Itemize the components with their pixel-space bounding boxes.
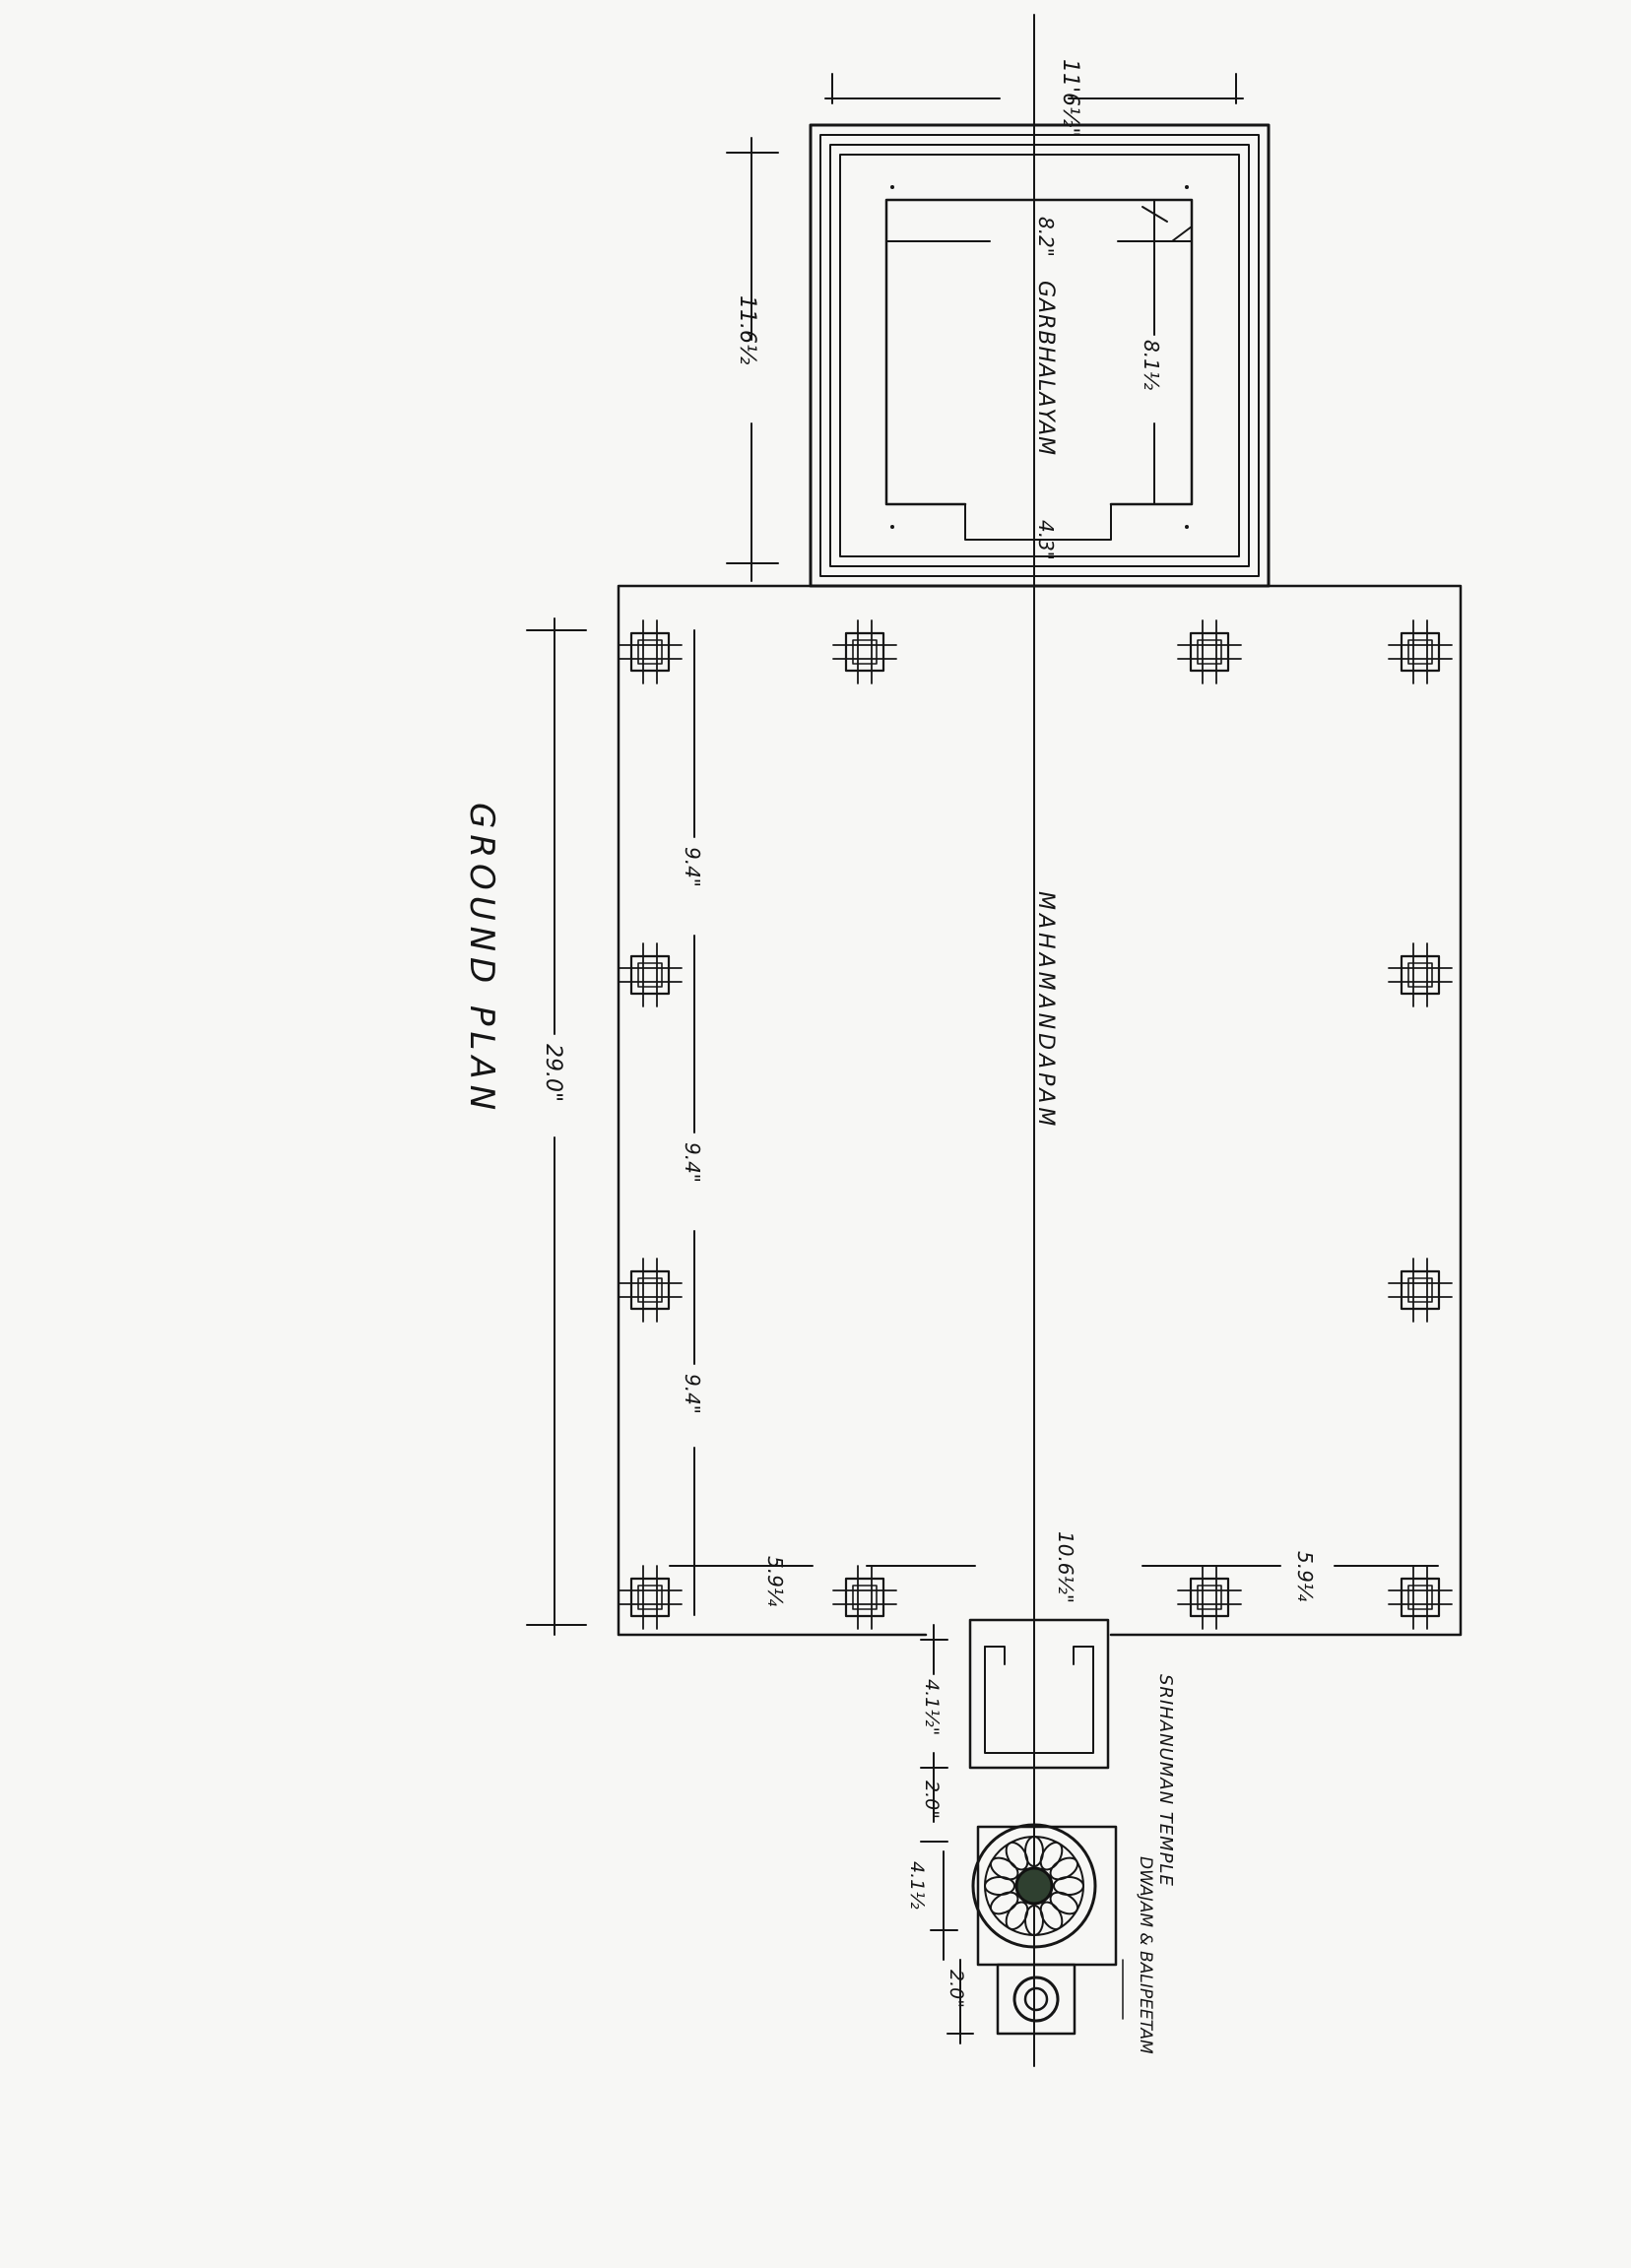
overall-length-dimension bbox=[526, 617, 587, 1636]
pillar-symbol bbox=[618, 942, 683, 1007]
hanuman-temple-dimension bbox=[920, 1624, 948, 1843]
mahamandapam-outline bbox=[617, 584, 1463, 1637]
entrance-width-label: 10.6½" bbox=[1054, 1531, 1077, 1603]
garbha-inner-depth-dimension bbox=[1142, 199, 1168, 505]
end-bay-left-dimension-label: 5.9¼ bbox=[763, 1556, 787, 1607]
garbha-inner-depth-label: 8.1½ bbox=[1140, 340, 1163, 391]
garbha-outer-top-dimension-label: 11'6½" bbox=[1058, 59, 1082, 137]
mahamandapam-label: MAHAMANDAPAM bbox=[1033, 891, 1058, 1130]
garbha-side-dimension bbox=[726, 137, 779, 582]
overall-length-label: 29.0" bbox=[541, 1044, 565, 1102]
pillar-symbol bbox=[1388, 619, 1453, 684]
gap-to-dwajam-label: 2.0" bbox=[921, 1781, 943, 1819]
lotus-petal bbox=[1049, 1856, 1079, 1881]
bay-3-dimension-label: 9.4" bbox=[681, 1374, 704, 1414]
pillar-symbol bbox=[1177, 1565, 1242, 1630]
garbha-inner-width-label: 8.2" bbox=[1034, 217, 1058, 257]
pillar-symbol bbox=[618, 1258, 683, 1323]
balipeetam-dimension-label: 2.0" bbox=[946, 1970, 967, 2008]
pillar-symbol bbox=[832, 619, 897, 684]
dwajam-base bbox=[971, 1823, 1118, 1967]
dwajam-dimension bbox=[930, 1850, 1124, 2044]
balipeetam-base bbox=[996, 1963, 1076, 2036]
pillar-symbol bbox=[832, 1565, 897, 1630]
end-bay-right-dimension-label: 5.9¼ bbox=[1293, 1551, 1317, 1602]
pillar-symbol bbox=[1388, 1258, 1453, 1323]
garbha-top-dimension bbox=[824, 73, 1244, 104]
garbhalayam-label: GARBHALAYAM bbox=[1033, 281, 1058, 456]
bay-2-dimension-label: 9.4" bbox=[681, 1142, 704, 1183]
hanuman-temple-width-label: 4.1½" bbox=[921, 1679, 943, 1735]
hanuman-temple-label: SRIHANUMAN TEMPLE bbox=[1155, 1674, 1176, 1887]
pillar-symbol bbox=[618, 1565, 683, 1630]
garbhalayam-walls bbox=[809, 123, 1271, 588]
bay-1-dimension-label: 9.4" bbox=[681, 847, 704, 887]
pillar-symbol bbox=[1177, 619, 1242, 684]
garbha-door-dimension-label: 4.3" bbox=[1034, 520, 1058, 560]
dwajam-balipeetam-label: DWAJAM & BALIPEETAM bbox=[1136, 1856, 1155, 2054]
dwajam-dimension-label: 4.1½ bbox=[906, 1861, 928, 1910]
pillar-symbol bbox=[1388, 942, 1453, 1007]
pillar-symbol bbox=[618, 619, 683, 684]
pillar-group bbox=[618, 619, 1453, 1630]
pillar-symbol bbox=[1388, 1565, 1453, 1630]
drawing-title: GROUND PLAN bbox=[462, 803, 501, 1116]
garbha-outer-side-dimension-label: 11.6½ bbox=[735, 295, 759, 364]
hanuman-temple-walls bbox=[968, 1618, 1110, 1770]
